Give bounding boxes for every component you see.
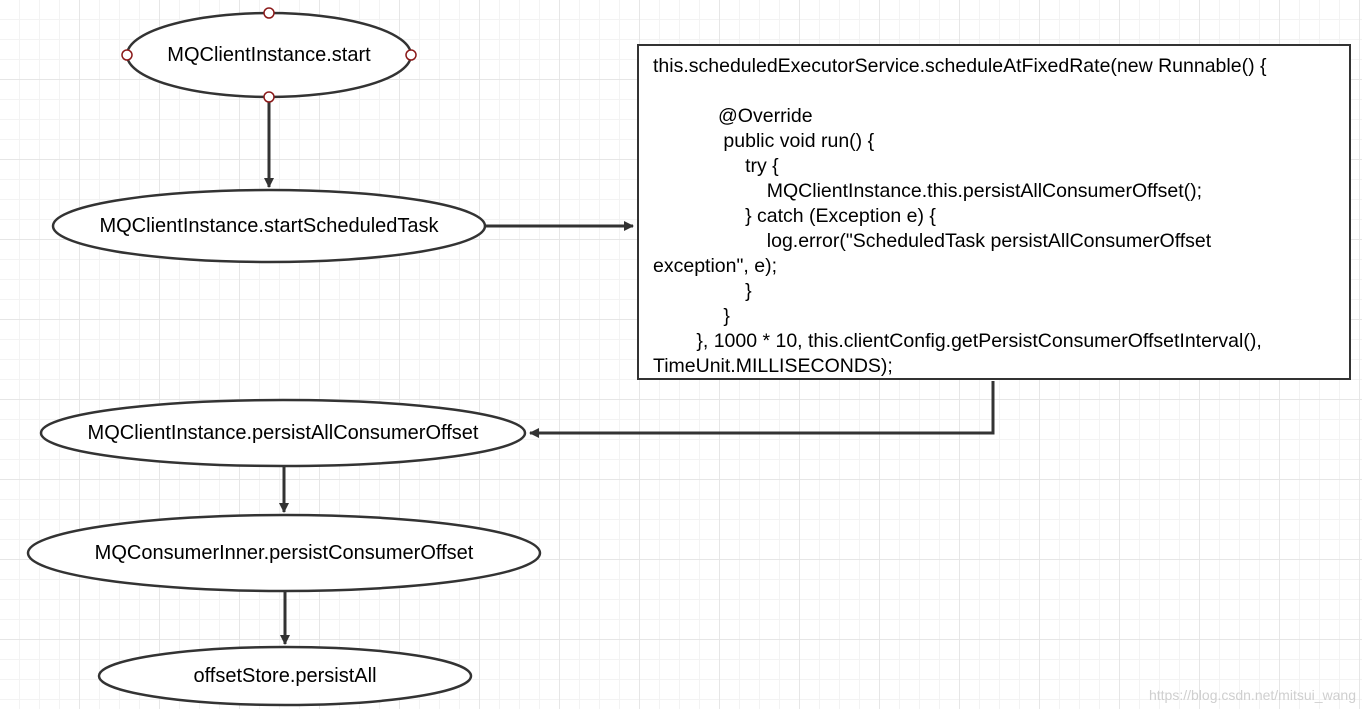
code-snippet-box[interactable]: this.scheduledExecutorService.scheduleAt… — [637, 44, 1351, 380]
node-consumer-inner-persist-shape[interactable] — [26, 513, 542, 593]
code-line: public void run() { — [653, 130, 875, 152]
code-line: }, 1000 * 10, this.clientConfig.getPersi… — [653, 330, 1262, 352]
node-offset-store-persist-all-shape[interactable] — [97, 645, 473, 707]
node-start-scheduled-task-shape[interactable] — [51, 188, 487, 264]
code-line: @Override — [653, 105, 813, 127]
watermark: https://blog.csdn.net/mitsui_wang — [1148, 687, 1356, 703]
selection-handle-bottom[interactable] — [263, 91, 275, 103]
code-line: MQClientInstance.this.persistAllConsumer… — [653, 180, 1203, 202]
edge-code-to-persist-all — [529, 381, 995, 438]
code-line: } — [653, 305, 730, 327]
node-persist-all-consumer-offset-shape[interactable] — [39, 398, 527, 468]
selection-handle-left[interactable] — [121, 49, 133, 61]
code-line — [653, 79, 1349, 104]
code-line: log.error("ScheduledTask persistAllConsu… — [653, 230, 1212, 252]
selection-handle-right[interactable] — [405, 49, 417, 61]
code-line: try { — [653, 155, 779, 177]
code-line: this.scheduledExecutorService.scheduleAt… — [653, 55, 1267, 77]
code-line: TimeUnit.MILLISECONDS); — [653, 355, 893, 377]
code-line: } — [653, 280, 752, 302]
code-line: } catch (Exception e) { — [653, 205, 936, 227]
code-line: exception", e); — [653, 255, 777, 277]
node-start-shape[interactable] — [125, 11, 413, 99]
selection-handle-top[interactable] — [263, 7, 275, 19]
